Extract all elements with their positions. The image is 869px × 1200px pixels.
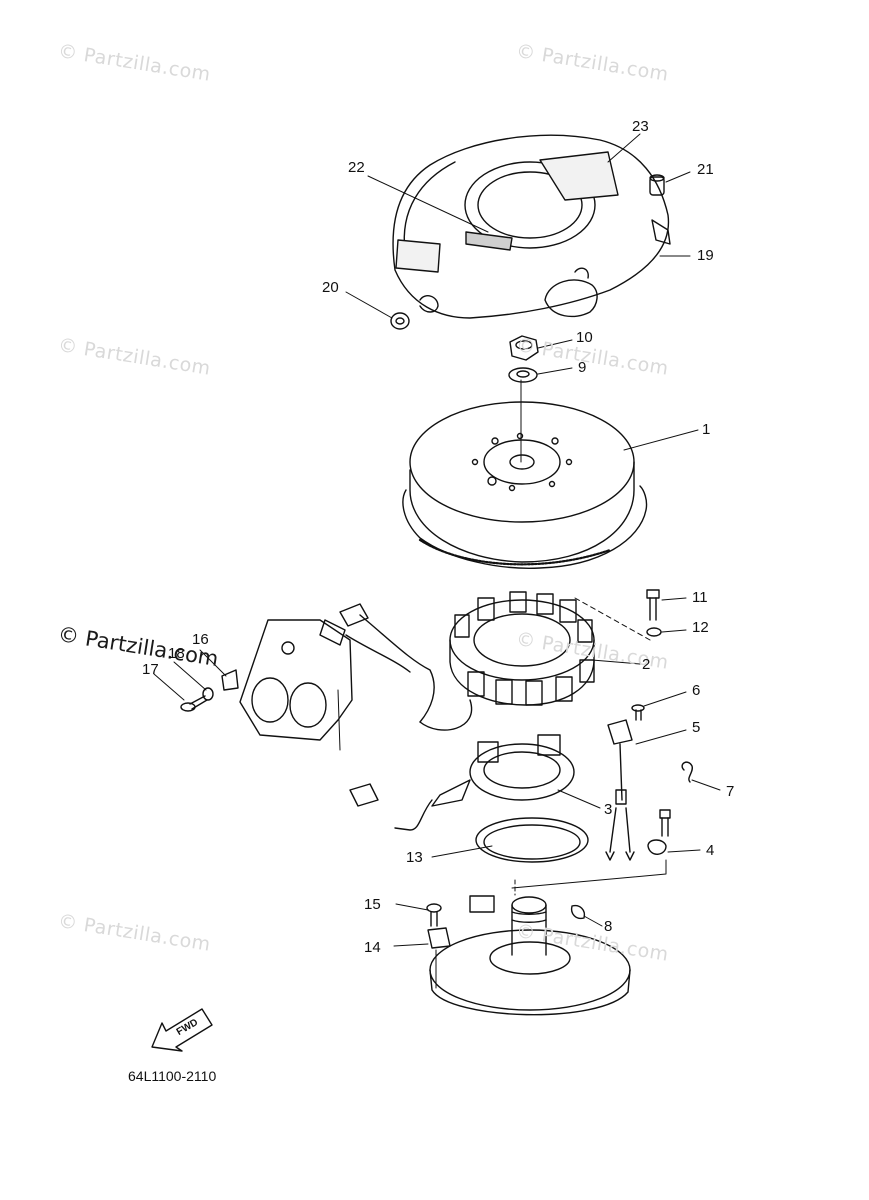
callout-19: 19 bbox=[697, 247, 714, 264]
washer-18 bbox=[202, 687, 214, 701]
callout-9: 9 bbox=[578, 359, 587, 376]
callout-7: 7 bbox=[726, 783, 735, 800]
leader-lines bbox=[153, 133, 721, 947]
callout-2: 2 bbox=[642, 656, 651, 673]
callout-23: 23 bbox=[632, 118, 649, 135]
clip-16 bbox=[221, 669, 239, 691]
nut-10 bbox=[509, 335, 539, 361]
callout-13: 13 bbox=[406, 849, 423, 866]
callout-5: 5 bbox=[692, 719, 701, 736]
callout-18: 18 bbox=[168, 645, 185, 662]
diagram-code: 64L1100-2110 bbox=[128, 1068, 217, 1084]
pulser-coil-3 bbox=[349, 734, 575, 831]
key-8 bbox=[570, 904, 586, 920]
callout-15: 15 bbox=[364, 896, 381, 913]
callout-17: 17 bbox=[142, 661, 159, 678]
clip-7 bbox=[681, 761, 694, 783]
bolt-11 bbox=[646, 589, 660, 621]
callout-6: 6 bbox=[692, 682, 701, 699]
screw-17 bbox=[180, 695, 208, 712]
mounting-plate bbox=[239, 619, 353, 751]
callout-21: 21 bbox=[697, 161, 714, 178]
callout-11: 11 bbox=[692, 589, 708, 606]
stator-wiring bbox=[319, 603, 473, 731]
flywheel-cover bbox=[392, 134, 671, 319]
washer-9 bbox=[508, 367, 538, 383]
callout-22: 22 bbox=[348, 159, 365, 176]
callout-14: 14 bbox=[364, 939, 381, 956]
grommet-20 bbox=[390, 312, 410, 330]
callout-4: 4 bbox=[706, 842, 715, 859]
callout-1: 1 bbox=[702, 421, 711, 438]
crankshaft-base bbox=[429, 895, 631, 1016]
screw-6 bbox=[631, 704, 645, 721]
callout-8: 8 bbox=[604, 918, 613, 935]
callout-16: 16 bbox=[192, 631, 209, 648]
clamp-4 bbox=[647, 809, 671, 855]
screw-15 bbox=[426, 903, 442, 927]
ignition-coil-5 bbox=[605, 719, 635, 861]
callout-20: 20 bbox=[322, 279, 339, 296]
callout-3: 3 bbox=[604, 801, 613, 818]
flywheel-1 bbox=[402, 401, 648, 569]
callout-12: 12 bbox=[692, 619, 709, 636]
grommet-21 bbox=[649, 174, 665, 196]
ring-13 bbox=[475, 817, 589, 863]
washer-12 bbox=[646, 627, 662, 637]
stator-2 bbox=[449, 591, 595, 706]
fwd-arrow-icon bbox=[151, 1008, 213, 1052]
callout-10: 10 bbox=[576, 329, 593, 346]
